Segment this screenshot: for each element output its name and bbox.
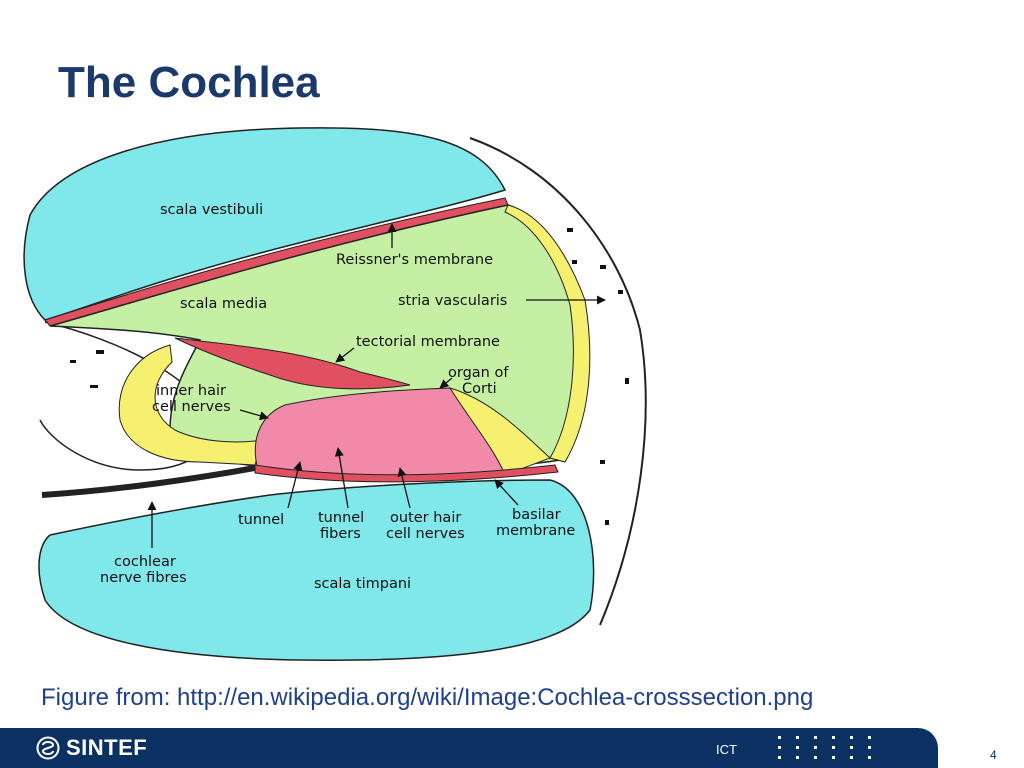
label-outer-hair-line2: cell nerves xyxy=(386,526,465,542)
slide-title: The Cochlea xyxy=(58,58,320,107)
label-tectorial-membrane: tectorial membrane xyxy=(356,334,500,350)
spiral-limbus-cells xyxy=(118,344,263,466)
figure-caption: Figure from: http://en.wikipedia.org/wik… xyxy=(41,684,814,711)
label-outer-hair-line1: outer hair xyxy=(390,510,461,526)
label-scala-media: scala media xyxy=(180,296,267,312)
label-scala-vestibuli: scala vestibuli xyxy=(160,202,263,218)
brand: SINTEF xyxy=(36,735,148,760)
scala-tympani-region xyxy=(38,479,595,661)
label-scala-timpani: scala timpani xyxy=(314,576,411,592)
cochlea-diagram: scala vestibuli Reissner's membrane scal… xyxy=(23,127,647,661)
label-inner-hair-line2: cell nerves xyxy=(152,399,231,415)
label-tunnel-fibers-line1: tunnel xyxy=(318,510,364,526)
cochlear-nerve-fibres xyxy=(41,465,256,498)
brand-name: SINTEF xyxy=(66,735,148,760)
slide-footer: SINTEF ICT 4 xyxy=(0,728,1024,768)
label-stria-vascularis: stria vascularis xyxy=(398,293,507,309)
leader-arrows xyxy=(147,223,606,548)
label-cochlear-line2: nerve fibres xyxy=(100,570,187,586)
footer-bar xyxy=(0,728,938,768)
sintef-logo-icon xyxy=(36,736,60,760)
department-label: ICT xyxy=(716,742,737,757)
label-reissners-membrane: Reissner's membrane xyxy=(336,252,493,268)
bone-dots xyxy=(70,228,629,525)
label-basilar-line2: membrane xyxy=(496,523,575,539)
dot-pattern-decoration xyxy=(778,736,871,759)
bone-outline-outer xyxy=(469,137,647,626)
page-number: 4 xyxy=(990,748,997,762)
label-tunnel: tunnel xyxy=(238,512,284,528)
stria-vascularis-band xyxy=(504,204,591,463)
label-inner-hair-line1: inner hair xyxy=(156,383,226,399)
basilar-membrane-shape xyxy=(254,464,559,483)
tectorial-membrane-shape xyxy=(174,337,411,390)
label-tunnel-fibers-line2: fibers xyxy=(320,526,361,542)
label-basilar-line1: basilar xyxy=(512,507,561,523)
outer-supporting-cells xyxy=(448,387,551,476)
label-organ-of-corti-line2: Corti xyxy=(462,381,497,397)
label-organ-of-corti-line1: organ of xyxy=(448,365,509,381)
label-cochlear-line1: cochlear xyxy=(114,554,176,570)
